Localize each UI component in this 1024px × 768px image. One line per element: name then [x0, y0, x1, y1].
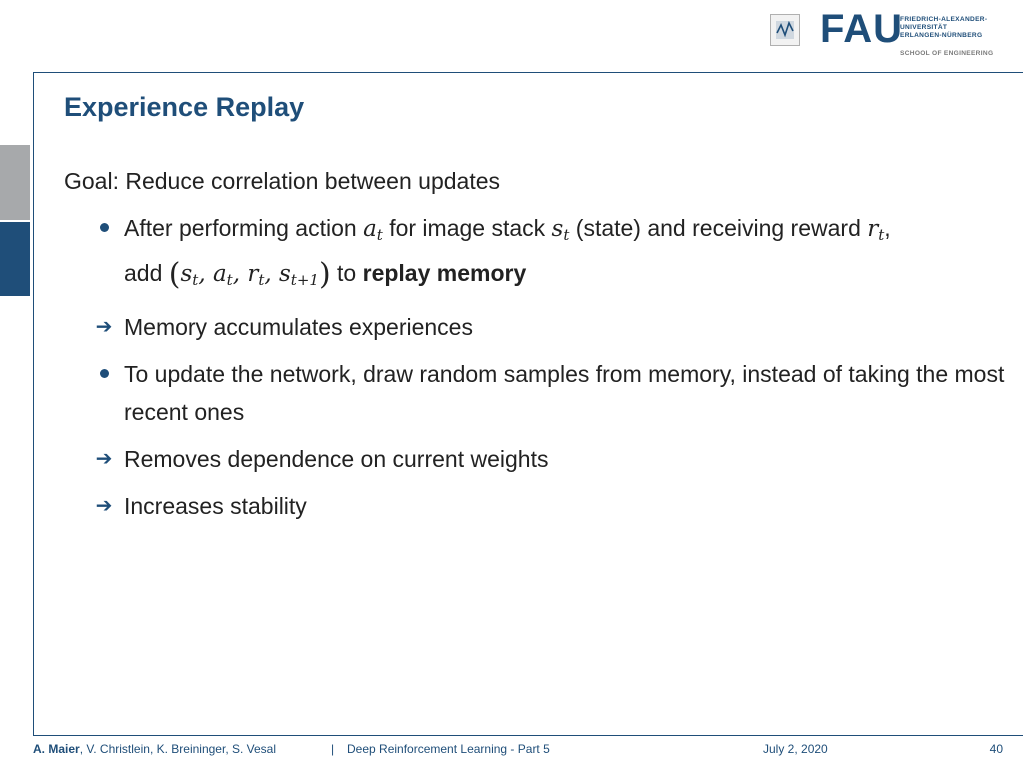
lead-author: A. Maier — [33, 742, 80, 756]
math-tuple: (st, at, rt, st+1) — [168, 257, 331, 292]
school-name: SCHOOL OF ENGINEERING — [900, 50, 994, 57]
slide-frame — [33, 72, 1023, 736]
lab-logo-icon — [770, 14, 800, 46]
bullet-dot-icon — [92, 355, 116, 393]
replay-memory-emphasis: replay memory — [362, 260, 527, 286]
math-var-a: at — [363, 216, 383, 244]
arrow-item-stability: ➔ Increases stability — [64, 487, 1009, 525]
arrow-item-accumulates: ➔ Memory accumulates experiences — [64, 308, 1009, 346]
university-line-1: FRIEDRICH-ALEXANDER- — [900, 16, 988, 23]
university-line-3: ERLANGEN-NÜRNBERG — [900, 32, 983, 39]
arrow-right-icon: ➔ — [95, 448, 113, 470]
text-segment: for image stack — [382, 215, 552, 241]
side-tab-current — [0, 222, 30, 296]
bullet-item-replay: After performing action at for image sta… — [64, 209, 1009, 299]
bullet-text-line-2: add (st, at, rt, st+1) to replay memory — [124, 254, 1009, 299]
arrow-right-icon: ➔ — [95, 495, 113, 517]
fau-wordmark: FAU — [820, 7, 903, 51]
bullet-text: To update the network, draw random sampl… — [124, 361, 1005, 425]
bullet-dot-icon — [92, 209, 116, 247]
footer-course: Deep Reinforcement Learning - Part 5 — [347, 742, 550, 756]
footer-date: July 2, 2020 — [763, 742, 828, 756]
text-segment: to — [330, 260, 363, 286]
arrow-item-removes-dependence: ➔ Removes dependence on current weights — [64, 440, 1009, 478]
slide-title: Experience Replay — [64, 92, 305, 122]
lab-logo-graphic — [776, 20, 794, 39]
side-tab-previous — [0, 145, 30, 220]
bullet-item-random-samples: To update the network, draw random sampl… — [64, 355, 1009, 431]
slide-content: Goal: Reduce correlation between updates… — [64, 162, 1009, 525]
fau-logo: FAU FRIEDRICH-ALEXANDER- UNIVERSITÄT ERL… — [820, 7, 1000, 62]
arrow-item-text: Removes dependence on current weights — [124, 446, 549, 472]
university-line-2: UNIVERSITÄT — [900, 24, 948, 31]
math-var-r: rt — [867, 216, 885, 244]
goal-line: Goal: Reduce correlation between updates — [64, 168, 501, 194]
arrow-item-text: Memory accumulates experiences — [124, 314, 473, 340]
bullet-text-line-1: After performing action at for image sta… — [124, 209, 1009, 254]
arrow-right-icon: ➔ — [95, 316, 113, 338]
page-number: 40 — [989, 742, 1003, 756]
text-segment: (state) and receiving reward — [569, 215, 868, 241]
text-segment: , — [884, 215, 891, 241]
math-var-s: st — [551, 216, 570, 244]
text-segment: After performing action — [124, 215, 364, 241]
footer-authors: A. Maier, V. Christlein, K. Breininger, … — [33, 742, 276, 756]
footer-separator: | — [331, 742, 335, 756]
arrow-item-text: Increases stability — [124, 493, 307, 519]
university-name: FRIEDRICH-ALEXANDER- UNIVERSITÄT ERLANGE… — [900, 16, 987, 40]
other-authors: , V. Christlein, K. Breininger, S. Vesal — [79, 742, 277, 756]
slide-footer: A. Maier, V. Christlein, K. Breininger, … — [33, 742, 1003, 758]
text-segment: add — [124, 260, 169, 286]
